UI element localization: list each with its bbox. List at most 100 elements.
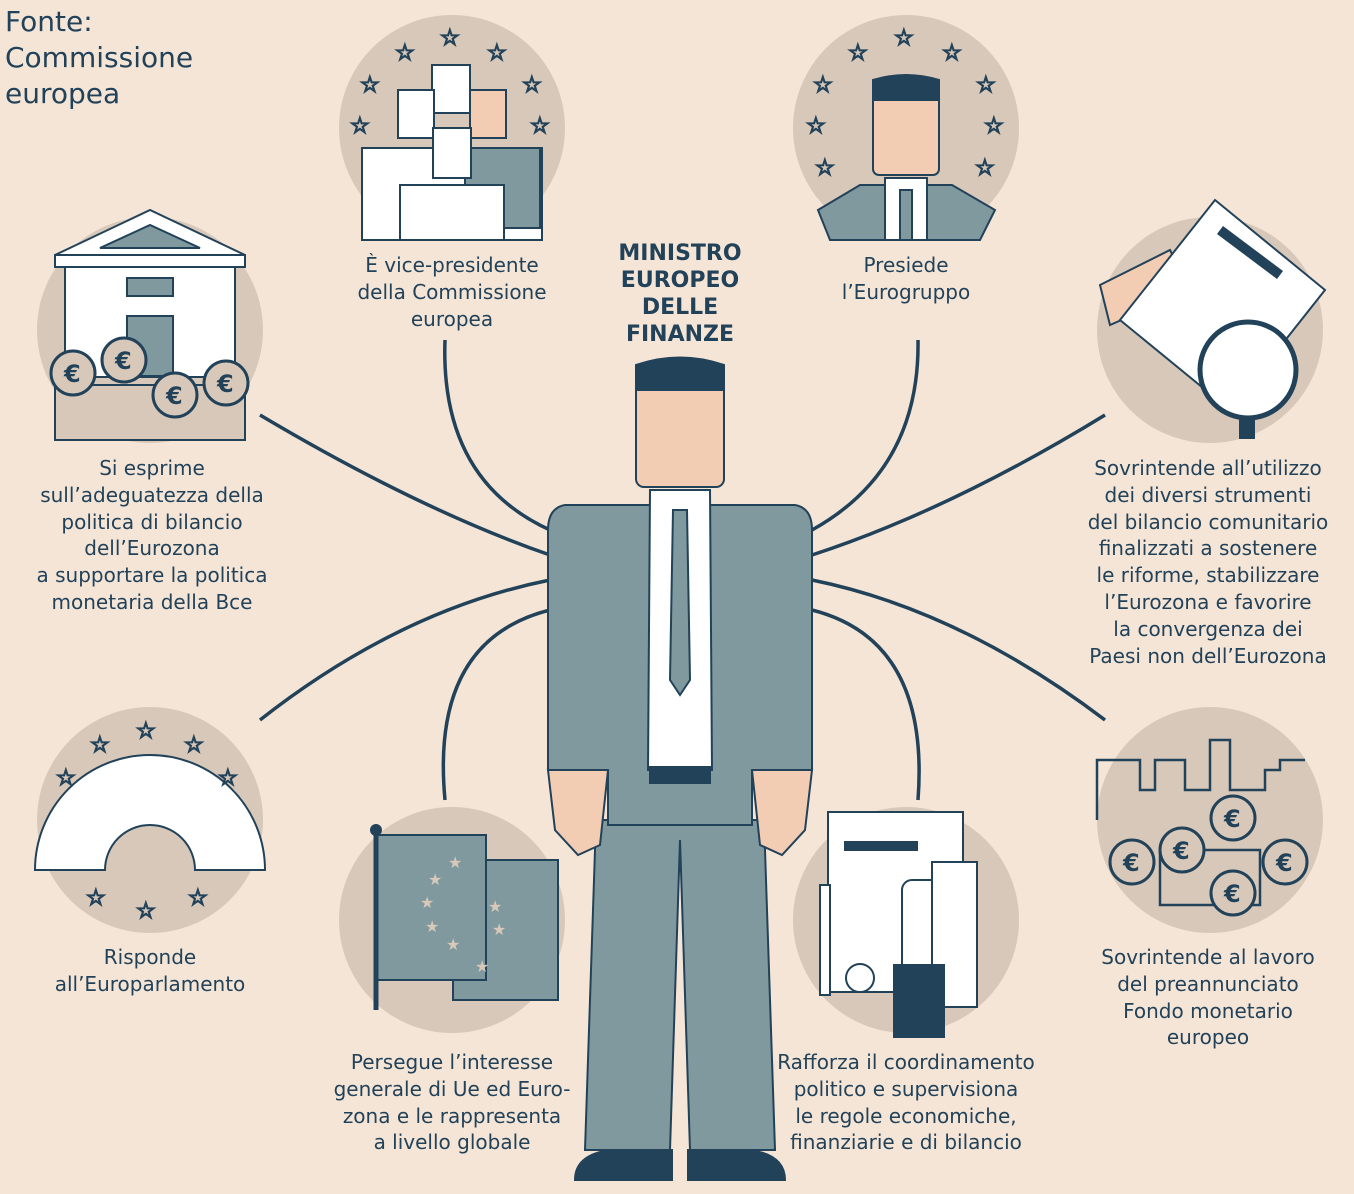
role-label-line: Risponde <box>103 945 197 969</box>
svg-text:☆: ☆ <box>975 156 995 181</box>
role-label-line: dei diversi strumenti <box>1104 482 1312 507</box>
title-line: DELLE <box>641 295 719 320</box>
president-icon: ☆ ☆ ☆ ☆ ☆ ☆ ☆ ☆ ☆ <box>805 25 1004 241</box>
role-label-line: Paesi non dell’Eurozona <box>1089 643 1327 668</box>
role-label-line: della Commissione <box>357 279 547 304</box>
svg-text:★: ★ <box>428 870 442 889</box>
role-label-line: la convergenza dei <box>1113 616 1303 641</box>
document-magnifier-icon <box>1098 198 1327 439</box>
svg-text:€: € <box>216 370 234 398</box>
source-line: Commissione <box>5 41 194 74</box>
connector-line <box>811 339 920 532</box>
svg-text:€: € <box>1172 837 1190 865</box>
svg-text:☆: ☆ <box>806 114 826 139</box>
role-label-line: monetaria della Bce <box>51 589 253 614</box>
svg-text:★: ★ <box>475 957 489 976</box>
svg-text:☆: ☆ <box>350 114 370 139</box>
main-title: MINISTRO EUROPEO DELLE FINANZE <box>580 240 780 348</box>
svg-text:☆: ☆ <box>56 766 76 791</box>
chart-coins-icon: € € € € € <box>1095 738 1309 917</box>
title-line: MINISTRO <box>618 241 742 266</box>
svg-text:☆: ☆ <box>530 114 550 139</box>
role-label-line: a supportare la politica <box>36 563 268 588</box>
svg-text:☆: ☆ <box>984 114 1004 139</box>
minister-figure <box>546 356 814 1181</box>
role-label-line: Si esprime <box>99 456 205 480</box>
connector-line <box>259 413 551 557</box>
role-label-line: Sovrintende all’utilizzo <box>1094 456 1322 480</box>
star-icons: ☆ ☆ ☆ ☆ ☆ ☆ ☆ <box>349 25 550 140</box>
svg-text:★: ★ <box>446 935 460 954</box>
role-label-line: le regole economiche, <box>795 1103 1017 1128</box>
svg-text:★: ★ <box>425 917 439 936</box>
role-label-line: zona e le rappresenta <box>342 1103 562 1128</box>
connector-line <box>811 413 1106 557</box>
connector-line <box>443 339 551 532</box>
role-label-line: le riforme, stabilizzare <box>1096 563 1320 588</box>
svg-text:★: ★ <box>420 893 434 912</box>
svg-text:☆: ☆ <box>395 41 415 66</box>
connector-line <box>811 608 921 801</box>
svg-text:☆: ☆ <box>136 899 156 924</box>
role-label-line: del preannunciato <box>1117 971 1299 996</box>
svg-text:€: € <box>1122 849 1140 877</box>
svg-text:☆: ☆ <box>184 733 204 758</box>
eu-flag-icon: ★★★★★★★★ <box>370 824 559 1010</box>
svg-text:☆: ☆ <box>942 41 962 66</box>
role-label-line: politica di bilancio <box>61 509 243 534</box>
role-label-line: Persegue l’interesse <box>350 1050 554 1074</box>
svg-text:☆: ☆ <box>218 766 238 791</box>
title-line: FINANZE <box>625 322 735 347</box>
title-line: EUROPEO <box>620 268 740 293</box>
svg-text:☆: ☆ <box>848 41 868 66</box>
role-label-line: europea <box>410 306 494 331</box>
svg-text:★: ★ <box>448 853 462 872</box>
role-label-line: europeo <box>1166 1025 1250 1050</box>
svg-text:☆: ☆ <box>360 73 380 98</box>
svg-text:★: ★ <box>492 920 506 939</box>
bank-coins-icon: €€€€ <box>49 208 250 441</box>
role-label-line: a livello globale <box>373 1130 531 1155</box>
commissioners-icon <box>361 64 543 241</box>
svg-text:☆: ☆ <box>815 156 835 181</box>
svg-text:☆: ☆ <box>894 26 914 51</box>
connector-line <box>811 578 1107 722</box>
svg-text:€: € <box>1223 880 1241 908</box>
role-label-line: l’Eurogruppo <box>841 279 971 304</box>
svg-text:☆: ☆ <box>522 73 542 98</box>
connector-line <box>441 608 551 801</box>
role-label-line: politico e supervisiona <box>793 1076 1019 1101</box>
svg-text:☆: ☆ <box>86 886 106 911</box>
role-label-line: sull’adeguatezza della <box>40 482 264 507</box>
svg-text:€: € <box>165 382 183 410</box>
svg-text:☆: ☆ <box>440 26 460 51</box>
svg-text:€: € <box>1223 805 1241 833</box>
connector-line <box>258 578 551 722</box>
role-label-line: Sovrintende al lavoro <box>1101 945 1315 969</box>
svg-text:☆: ☆ <box>813 73 833 98</box>
parliament-icon: ☆☆☆☆☆☆☆☆ <box>33 718 267 925</box>
svg-text:☆: ☆ <box>976 73 996 98</box>
svg-text:€: € <box>63 360 81 388</box>
role-label-line: finalizzati a sostenere <box>1098 536 1318 561</box>
role-label-line: l’Eurozona e favorire <box>1104 589 1312 614</box>
connector-lines <box>258 339 1107 801</box>
role-label-line: È vice-presidente <box>365 253 539 277</box>
svg-text:☆: ☆ <box>487 41 507 66</box>
role-label-line: dell’Eurozona <box>84 536 220 561</box>
role-label-line: Fondo monetario <box>1123 998 1293 1023</box>
svg-text:☆: ☆ <box>188 886 208 911</box>
documents-calculator-icon <box>819 811 978 1038</box>
role-label-line: generale di Ue ed Euro- <box>333 1076 571 1101</box>
svg-text:★: ★ <box>488 897 502 916</box>
svg-text:€: € <box>1275 849 1293 877</box>
role-label-line: del bilancio comunitario <box>1087 509 1329 534</box>
